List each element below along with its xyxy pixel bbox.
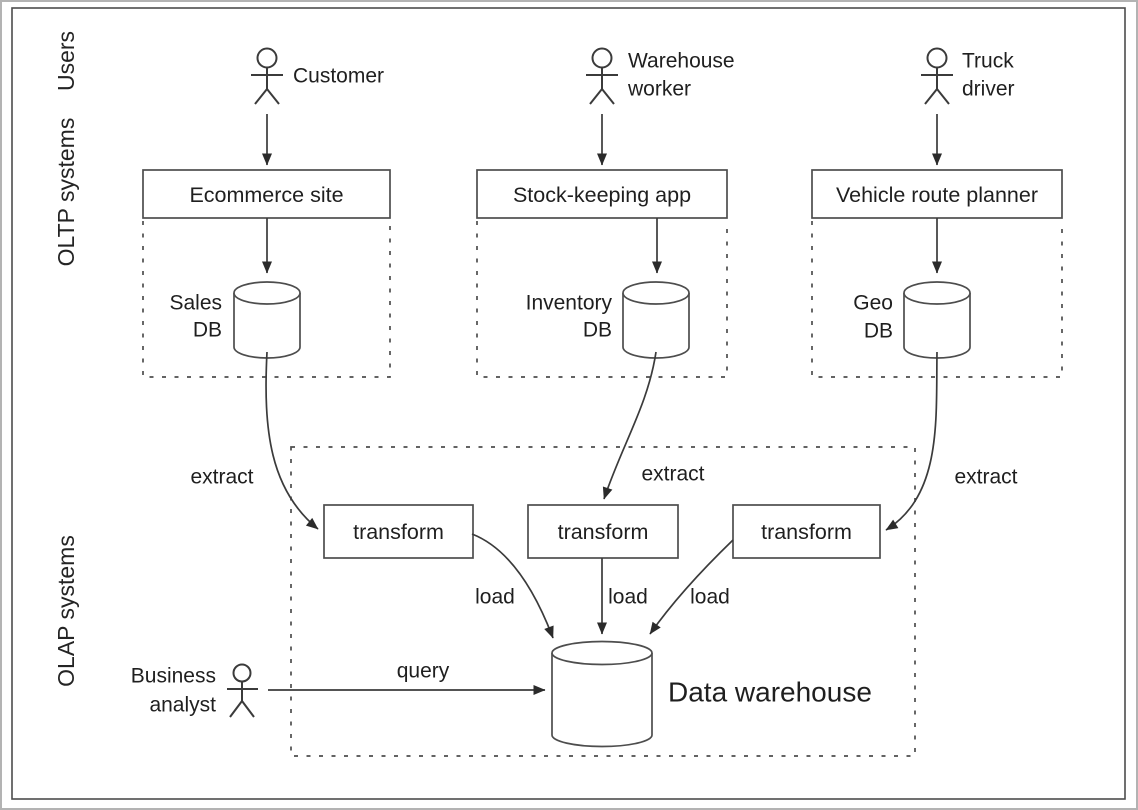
customer-actor-icon bbox=[251, 47, 283, 105]
sales-db-cylinder-icon bbox=[233, 281, 301, 359]
vehicle-route-planner-box bbox=[811, 169, 1063, 219]
load-arrow-3 bbox=[649, 539, 734, 635]
vehicle-route-planner-label: Vehicle route planner bbox=[836, 183, 1038, 207]
geo-db-cylinder-icon bbox=[903, 281, 971, 359]
olap-section-label: OLAP systems bbox=[53, 535, 79, 687]
business-analyst-label-line1: Business bbox=[131, 665, 216, 688]
inventory-db-label-line2: DB bbox=[583, 319, 612, 342]
transform-label-3: transform bbox=[761, 520, 852, 544]
oltp-boundary-inventory bbox=[476, 221, 728, 378]
transform-box-1 bbox=[323, 504, 474, 559]
data-warehouse-cylinder-icon bbox=[551, 640, 653, 748]
warehouse-worker-label-line1: Warehouse bbox=[628, 50, 735, 73]
data-warehouse-label: Data warehouse bbox=[668, 677, 872, 708]
transform-label-2: transform bbox=[558, 520, 649, 544]
sales-db-label-line2: DB bbox=[193, 319, 222, 342]
ecommerce-site-label: Ecommerce site bbox=[189, 183, 343, 207]
load-label-3: load bbox=[690, 586, 730, 609]
inventory-db-label-line1: Inventory bbox=[526, 292, 613, 315]
extract-arrow-geo bbox=[885, 351, 938, 531]
stock-keeping-app-label: Stock-keeping app bbox=[513, 183, 691, 207]
sales-db-label-line1: Sales bbox=[169, 292, 222, 315]
load-arrow-1 bbox=[471, 533, 554, 639]
load-label-1: load bbox=[475, 586, 515, 609]
transform-box-2 bbox=[527, 504, 679, 559]
truck-driver-actor-icon bbox=[921, 47, 953, 105]
extract-arrow-sales bbox=[265, 351, 319, 530]
users-section-label: Users bbox=[53, 31, 79, 91]
customer-label: Customer bbox=[293, 65, 384, 88]
oltp-boundary-sales bbox=[142, 221, 391, 378]
load-label-2: load bbox=[608, 586, 648, 609]
truck-driver-label-line1: Truck bbox=[962, 50, 1014, 73]
oltp-section-label: OLTP systems bbox=[53, 118, 79, 267]
geo-db-label-line1: Geo bbox=[853, 292, 893, 315]
business-analyst-label-line2: analyst bbox=[149, 694, 216, 717]
stock-keeping-app-box bbox=[476, 169, 728, 219]
truck-driver-label-line2: driver bbox=[962, 78, 1015, 101]
extract-label-2: extract bbox=[641, 463, 704, 486]
oltp-boundary-geo bbox=[811, 221, 1063, 378]
business-analyst-actor-icon bbox=[227, 663, 258, 718]
extract-label-3: extract bbox=[954, 466, 1017, 489]
warehouse-worker-actor-icon bbox=[586, 47, 618, 105]
transform-label-1: transform bbox=[353, 520, 444, 544]
extract-label-1: extract bbox=[190, 466, 253, 489]
transform-box-3 bbox=[732, 504, 881, 559]
warehouse-worker-label-line2: worker bbox=[627, 78, 691, 101]
olap-boundary bbox=[290, 446, 916, 757]
geo-db-label-line2: DB bbox=[864, 320, 893, 343]
inventory-db-cylinder-icon bbox=[622, 281, 690, 359]
extract-arrow-inventory bbox=[602, 351, 657, 500]
query-label: query bbox=[397, 660, 450, 683]
